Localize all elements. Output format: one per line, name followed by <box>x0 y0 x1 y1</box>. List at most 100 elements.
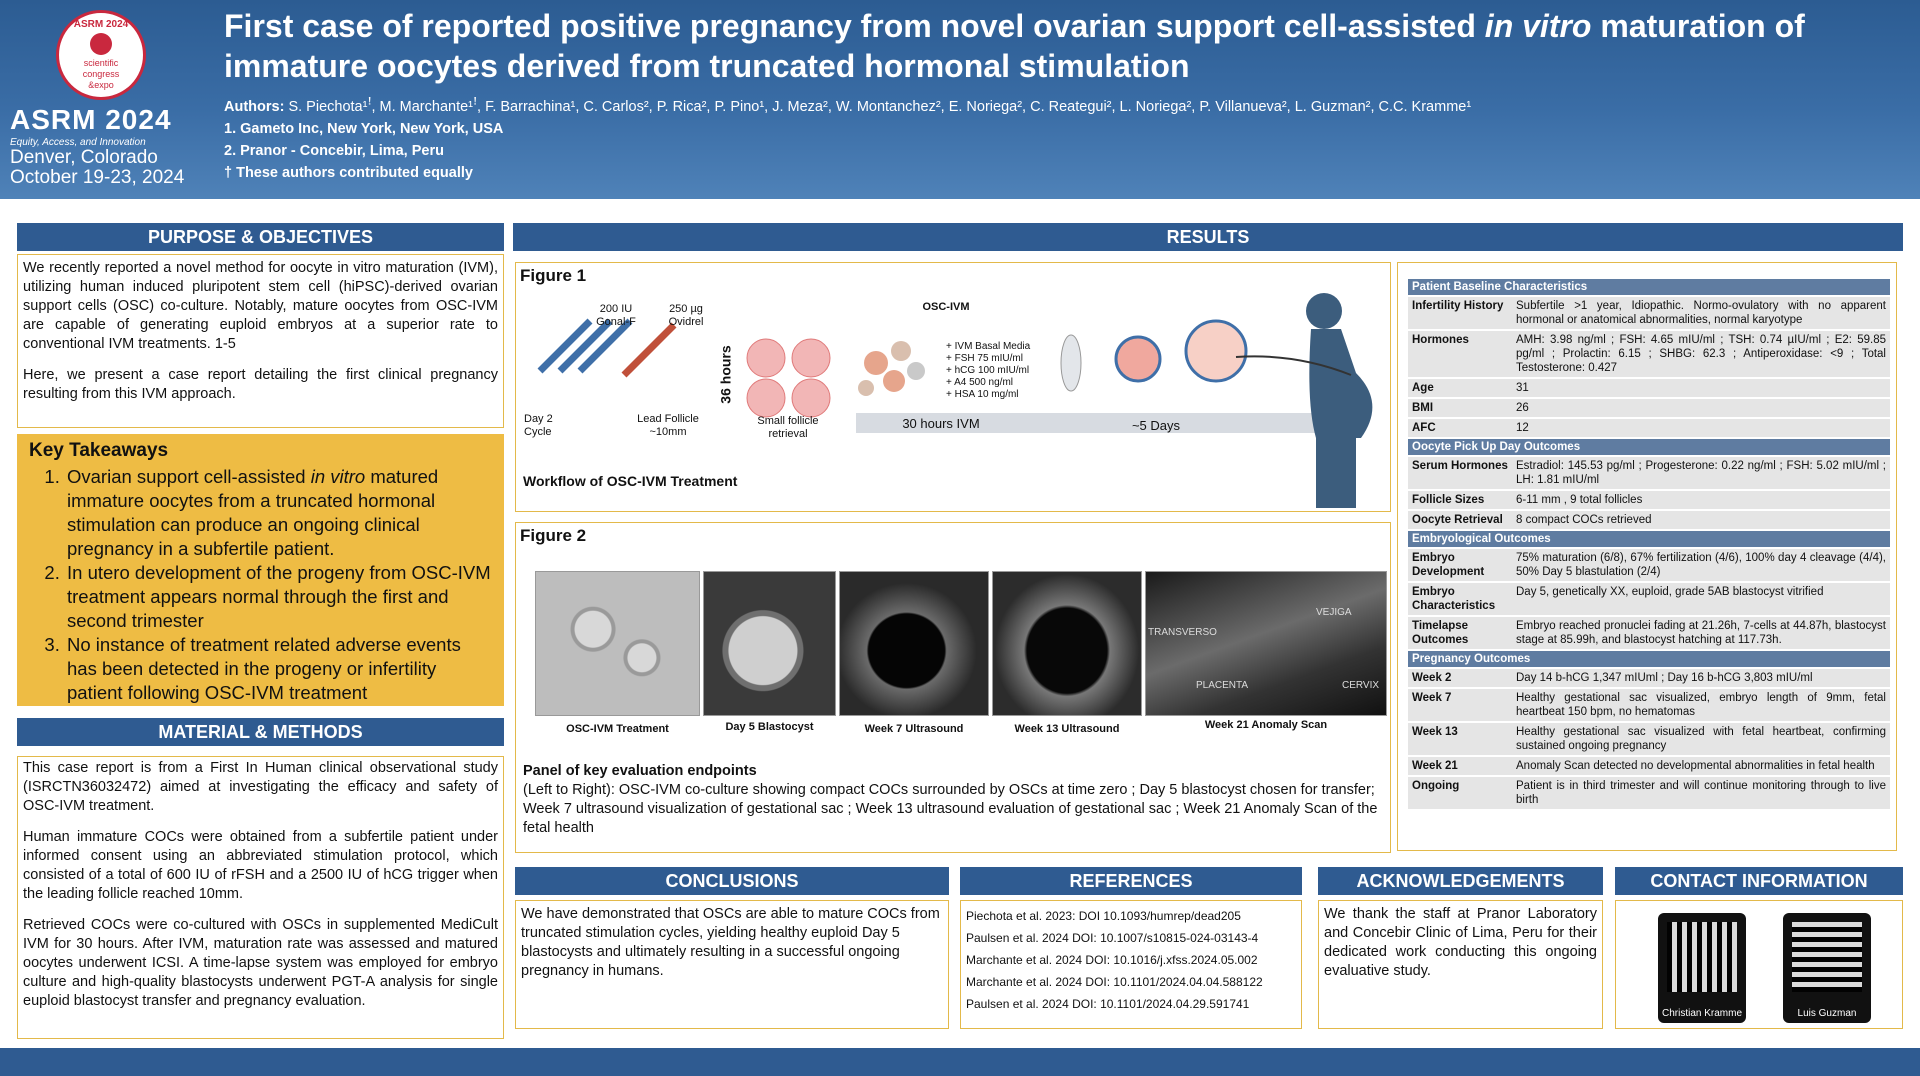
purpose-paragraph: Here, we present a case report detailing… <box>23 367 498 402</box>
hours36-label: 36 hours <box>717 345 734 404</box>
table-row-label: Infertility History <box>1412 300 1504 312</box>
image-caption: Week 13 Ultrasound <box>1014 723 1120 735</box>
table-row-value: Estradiol: 145.53 pg/ml ; Progesterone: … <box>1516 460 1886 486</box>
table-row-value: 8 compact COCs retrieved <box>1516 514 1652 526</box>
figure-1-title: Figure 1 <box>520 266 587 285</box>
gonal-label: 200 IU Gonal-F <box>596 303 636 328</box>
table-row-value: 31 <box>1516 382 1529 394</box>
affiliation-1: 1. Gameto Inc, New York, New York, USA <box>224 121 504 137</box>
logo-circle-title: ASRM 2024 <box>73 19 129 30</box>
conference-info: ASRM 2024 Equity, Access, and Innovation… <box>10 104 195 188</box>
qr-code-icon <box>1667 922 1737 992</box>
table-row: Oocyte Retrieval 8 compact COCs retrieved <box>1408 511 1890 529</box>
methods-paragraph: This case report is from a First In Huma… <box>23 760 498 814</box>
qr-code-icon <box>1792 922 1862 992</box>
references-box: Piechota et al. 2023: DOI 10.1093/humrep… <box>960 900 1302 1029</box>
osc-ivm-image <box>535 571 700 716</box>
dish-icon <box>1060 334 1082 392</box>
conference-dates: October 19-23, 2024 <box>10 167 185 188</box>
table-row-value: Healthy gestational sac visualized with … <box>1516 726 1886 752</box>
takeaway-item: No instance of treatment related adverse… <box>65 633 494 705</box>
table-row-value: Healthy gestational sac visualized, embr… <box>1516 692 1886 718</box>
reference-item: Paulsen et al. 2024 DOI: 10.1101/2024.04… <box>966 997 1250 1011</box>
image-caption: OSC-IVM Treatment <box>566 723 669 735</box>
table-section-heading: Embryological Outcomes <box>1408 531 1890 547</box>
logo-circle-line: congress <box>82 69 120 79</box>
conclusions-text: We have demonstrated that OSCs are able … <box>521 906 940 979</box>
table-section-heading: Oocyte Pick Up Day Outcomes <box>1408 439 1890 455</box>
qr-label: Christian Kramme <box>1661 1008 1743 1019</box>
image-caption: Day 5 Blastocyst <box>725 721 814 733</box>
qr-label: Luis Guzman <box>1797 1008 1857 1019</box>
panel-text: (Left to Right): OSC-IVM co-culture show… <box>523 782 1378 836</box>
poster-title: First case of reported positive pregnanc… <box>224 8 1805 84</box>
figure-2: Figure 2 TRANSVERSO VEJIGA PLACENTA CERV… <box>515 522 1391 853</box>
qr-code-guzman[interactable]: Luis Guzman <box>1783 913 1871 1023</box>
key-takeaways: Key Takeaways Ovarian support cell-assis… <box>17 434 504 706</box>
methods-heading: MATERIAL & METHODS <box>17 718 504 746</box>
table-row-label: Week 21 <box>1412 760 1458 772</box>
acknowledgements-text: We thank the staff at Pranor Laboratory … <box>1324 906 1597 979</box>
pregnant-woman-icon <box>1306 293 1373 508</box>
conference-name: ASRM 2024 <box>10 104 172 135</box>
table-row: Week 7 Healthy gestational sac visualized… <box>1408 689 1890 721</box>
table-row-value: Day 14 b-hCG 1,347 mIUml ; Day 16 b-hCG … <box>1516 672 1813 684</box>
week7-ultrasound-image <box>839 571 989 716</box>
day2-label: Day 2 Cycle <box>524 413 553 438</box>
contact-heading: CONTACT INFORMATION <box>1615 867 1903 895</box>
acknowledgements-heading: ACKNOWLEDGEMENTS <box>1318 867 1603 895</box>
figure-1-caption: Workflow of OSC-IVM Treatment <box>523 473 738 489</box>
authors-block: Authors: S. Piechota¹ꜝ, M. Marchante¹ꜝ, … <box>224 96 1904 184</box>
days5-label: ~5 Days <box>1131 418 1181 433</box>
panel-title: Panel of key evaluation endpoints <box>523 763 757 779</box>
figure-1: Figure 1 200 IU Gonal-F 250 µg Ovi <box>515 262 1391 512</box>
us-label-vejiga: VEJIGA <box>1316 607 1352 618</box>
table-row-label: Week 7 <box>1412 692 1452 704</box>
methods-paragraph: Retrieved COCs were co-cultured with OSC… <box>23 917 498 1009</box>
table-row-label: Timelapse Outcomes <box>1412 620 1469 646</box>
conference-city: Denver, Colorado <box>10 147 158 168</box>
follicle-cluster-icon <box>746 338 831 418</box>
table-row-value: Subfertile >1 year, Idiopathic. Normo-ov… <box>1516 300 1886 326</box>
table-row-label: Oocyte Retrieval <box>1412 514 1503 526</box>
table-section-heading: Pregnancy Outcomes <box>1408 651 1890 667</box>
conclusions-heading: CONCLUSIONS <box>515 867 949 895</box>
table-row-label: Ongoing <box>1412 780 1460 792</box>
ovidrel-label: 250 µg Ovidrel <box>668 303 704 328</box>
table-row-value: Day 5, genetically XX, euploid, grade 5A… <box>1516 586 1824 598</box>
table-row-label: Hormones <box>1412 334 1469 346</box>
table-row-value: Embryo reached pronuclei fading at 21.26… <box>1516 620 1886 646</box>
workflow-diagram <box>537 293 1373 508</box>
table-row-label: Embryo Development <box>1412 552 1485 578</box>
affiliation-2: 2. Pranor - Concebir, Lima, Peru <box>224 143 444 159</box>
table-section-heading: Patient Baseline Characteristics <box>1408 279 1890 295</box>
table-row-value: 75% maturation (6/8), 67% fertilization … <box>1516 552 1886 578</box>
figure-2-title: Figure 2 <box>520 526 587 545</box>
reference-item: Marchante et al. 2024 DOI: 10.1101/2024.… <box>966 975 1263 989</box>
table-row-label: Follicle Sizes <box>1412 494 1485 506</box>
week13-ultrasound-image <box>992 571 1142 716</box>
logo-circle-line: scientific <box>83 58 119 68</box>
methods-box: This case report is from a First In Huma… <box>17 756 504 1039</box>
conference-tagline: Equity, Access, and Innovation <box>10 137 146 148</box>
blastocyst-icon <box>1184 319 1248 383</box>
media-label: + IVM Basal Media + FSH 75 mIU/ml + hCG … <box>946 341 1031 400</box>
lead-follicle-label: Lead Follicle ~10mm <box>637 413 699 438</box>
contact-box: Christian Kramme Luis Guzman <box>1615 900 1903 1029</box>
table-row: Embryo Development 75% maturation (6/8), … <box>1408 549 1890 581</box>
qr-code-kramme[interactable]: Christian Kramme <box>1658 913 1746 1023</box>
conclusions-box: We have demonstrated that OSCs are able … <box>515 900 949 1029</box>
table-row-value: 26 <box>1516 402 1529 414</box>
small-follicle-label: Small follicle retrieval <box>757 415 819 440</box>
syringe-icon <box>537 318 677 378</box>
poster-header: ASRM 2024 scientific congress &expo ASRM… <box>0 0 1920 199</box>
key-takeaways-heading: Key Takeaways <box>29 440 169 461</box>
